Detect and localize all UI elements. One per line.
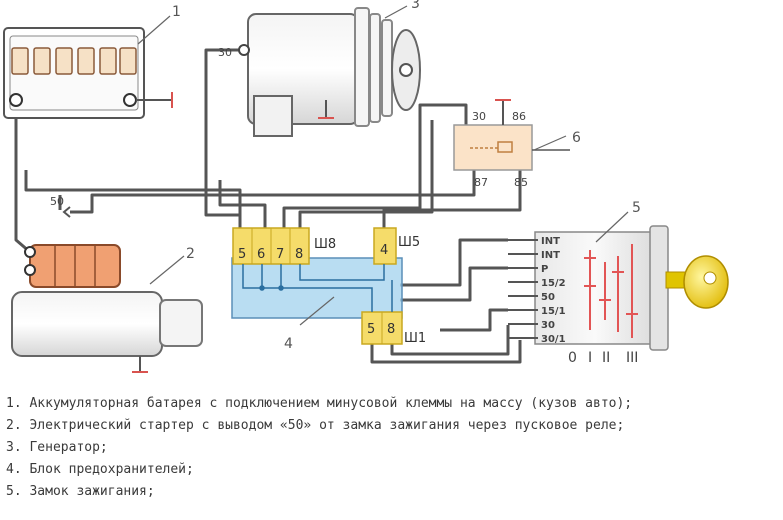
fuse-connector-sh1 (361, 311, 403, 345)
legend-item: 3. Генератор; (6, 440, 108, 455)
switch-contacts (584, 244, 638, 338)
relay (453, 100, 570, 171)
starter (11, 244, 203, 372)
switch-terminal-label: P (541, 264, 548, 275)
fuse-pin: 5 (238, 247, 246, 262)
terminal-30-label: 30 (218, 46, 232, 59)
switch-terminal-label: 15/1 (541, 306, 566, 317)
fuse-pin: 8 (295, 247, 303, 262)
generator (238, 7, 421, 137)
legend-item: 2. Электрический стартер с выводом «50» … (6, 418, 625, 433)
switch-position-label: 0 (568, 350, 577, 366)
fuse-connector-sh5 (373, 227, 397, 265)
callout-5: 5 (632, 200, 641, 216)
fuse-block (231, 227, 403, 345)
legend-item: 4. Блок предохранителей; (6, 462, 194, 477)
switch-position-label: I (588, 350, 592, 366)
wires (14, 48, 522, 364)
relay-pin-85: 85 (514, 176, 528, 189)
fuse-pin: 7 (276, 247, 284, 262)
wiring-diagram: 1 3 2 6 5 4 50 30 30 86 87 85 5 6 7 8 Ш8… (3, 0, 729, 373)
starter-terminal-50-arrow (62, 206, 71, 218)
callout-leaders (137, 5, 629, 326)
switch-terminal-label: INT (541, 250, 560, 261)
callout-6: 6 (572, 130, 581, 146)
switch-terminal-wires (508, 239, 538, 339)
switch-terminal-label: 50 (541, 292, 555, 303)
fuse-connector-label-sh5: Ш5 (398, 235, 420, 250)
callout-2: 2 (186, 246, 195, 262)
callout-1: 1 (172, 4, 181, 20)
fuse-connector-label-sh1: Ш1 (404, 331, 426, 346)
fuse-pin: 8 (387, 322, 395, 337)
switch-terminal-label: 30/1 (541, 334, 566, 345)
switch-position-label: III (626, 350, 638, 366)
terminal-50-label: 50 (50, 195, 64, 208)
legend: 1. Аккумуляторная батарея с подключением… (0, 388, 783, 520)
switch-position-label: II (602, 350, 610, 366)
switch-terminal-label: 15/2 (541, 278, 566, 289)
callout-4: 4 (284, 336, 293, 352)
relay-pin-30: 30 (472, 110, 486, 123)
relay-pin-87: 87 (474, 176, 488, 189)
switch-terminal-label: 30 (541, 320, 555, 331)
legend-item: 1. Аккумуляторная батарея с подключением… (6, 396, 633, 411)
fuse-pin: 6 (257, 247, 265, 262)
legend-item: 5. Замок зажигания; (6, 484, 155, 499)
fuse-connector-sh8 (232, 227, 310, 265)
fuse-pin: 4 (380, 243, 388, 258)
battery (3, 27, 172, 119)
fuse-internal-wiring (242, 264, 393, 312)
fuse-connector-label-sh8: Ш8 (314, 237, 336, 252)
key (665, 255, 729, 309)
relay-pin-86: 86 (512, 110, 526, 123)
switch-terminal-label: INT (541, 236, 560, 247)
callout-3: 3 (411, 0, 420, 12)
ignition-switch (508, 225, 729, 351)
fuse-pin: 5 (367, 322, 375, 337)
